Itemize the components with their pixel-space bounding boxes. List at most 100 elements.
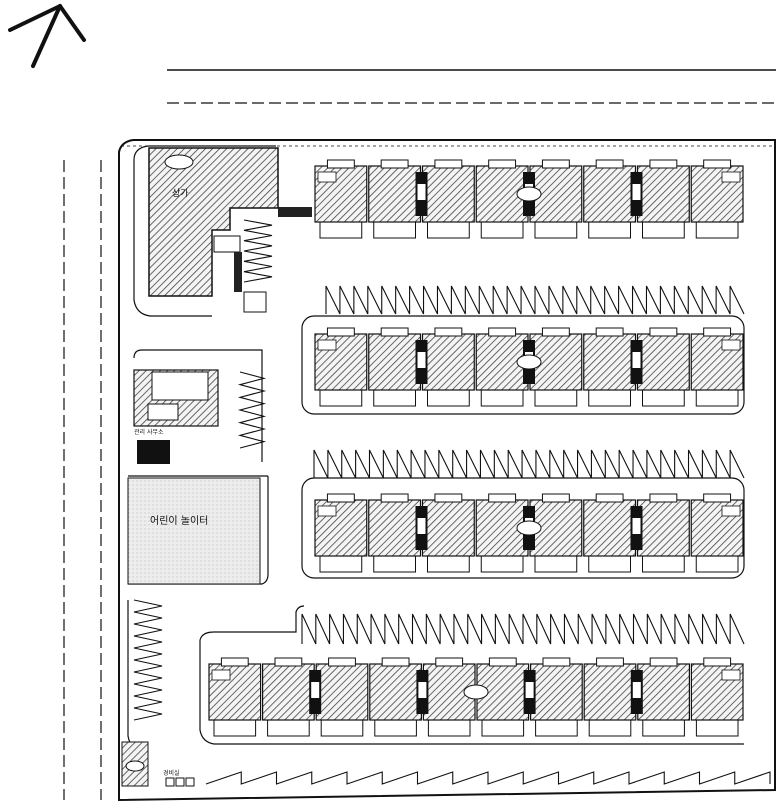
stair-core-opening — [417, 184, 426, 200]
apartment-row-2 — [314, 327, 744, 407]
block-number-oval — [463, 684, 489, 700]
apartment-unit — [369, 663, 422, 721]
unit-top-notch — [595, 493, 624, 503]
commercial-building: 상가 — [148, 147, 312, 313]
stair-core-opening — [632, 352, 641, 368]
road-top — [167, 69, 776, 104]
management-label: 관리 사무소 — [134, 428, 164, 436]
unit-top-notch — [541, 493, 570, 503]
apartment-row-1 — [314, 159, 744, 239]
unit-top-notch — [328, 657, 356, 667]
unit-top-notch — [595, 327, 624, 337]
block-number-oval — [516, 520, 542, 536]
apartment-unit — [636, 165, 690, 223]
guard-label: 경비실 — [163, 769, 180, 777]
unit-top-notch — [381, 657, 410, 667]
unit-top-notch — [380, 327, 409, 337]
apartment-unit — [583, 165, 637, 223]
parking-office — [237, 371, 267, 449]
unit-top-notch — [541, 159, 570, 169]
unit-top-notch — [596, 657, 624, 667]
unit-top-notch — [435, 657, 464, 667]
unit-tag-left — [317, 505, 337, 517]
stair-core-opening — [417, 352, 426, 368]
playground: 어린이 놀이터 — [127, 477, 261, 585]
stair-core-opening — [418, 682, 427, 698]
unit-top-notch — [326, 493, 355, 503]
unit-top-notch — [488, 493, 517, 503]
unit-top-notch — [703, 159, 732, 169]
unit-top-notch — [703, 327, 732, 337]
unit-tag-right — [721, 171, 741, 183]
management-office: 관리 사무소 — [133, 369, 219, 464]
unit-top-notch — [488, 327, 517, 337]
stair-core-opening — [632, 184, 641, 200]
parking-commercial — [243, 219, 273, 283]
unit-tag-left — [317, 171, 337, 183]
apartment-unit — [583, 499, 637, 557]
commercial-label: 상가 — [172, 188, 189, 199]
unit-top-notch — [542, 657, 571, 667]
unit-tag-right — [721, 505, 741, 517]
apartment-unit — [583, 663, 637, 721]
playground-label: 어린이 놀이터 — [150, 515, 208, 527]
unit-top-notch — [326, 327, 355, 337]
apartment-unit — [368, 333, 422, 391]
stair-core-opening — [632, 682, 641, 698]
unit-tag-right — [721, 669, 741, 681]
north-arrow-icon — [8, 4, 86, 68]
unit-top-notch — [220, 657, 249, 667]
unit-top-notch — [434, 493, 463, 503]
block-number-oval — [516, 354, 542, 370]
unit-tag-left — [317, 339, 337, 351]
apartment-row-3 — [314, 493, 744, 573]
apartment-unit — [583, 333, 637, 391]
unit-top-notch — [488, 159, 517, 169]
site-boundary — [118, 139, 776, 802]
unit-tag-right — [721, 339, 741, 351]
stair-core-opening — [525, 682, 534, 698]
stair-core-opening — [417, 518, 426, 534]
unit-top-notch — [703, 493, 732, 503]
apartment-unit — [368, 165, 422, 223]
stair-core-opening — [632, 518, 641, 534]
parking-row-4 — [301, 613, 745, 645]
stair-core-opening — [311, 682, 320, 698]
apartment-unit — [368, 499, 422, 557]
parking-row-3 — [313, 449, 745, 479]
unit-top-notch — [326, 159, 355, 169]
road-left — [63, 160, 102, 800]
block-number-oval — [516, 186, 542, 202]
guard-house: 경비실 — [121, 741, 195, 787]
unit-tag-left — [211, 669, 231, 681]
apartment-unit — [421, 333, 475, 391]
apartment-unit — [636, 499, 690, 557]
apartment-unit — [421, 165, 475, 223]
apartment-unit — [529, 663, 583, 721]
unit-top-notch — [274, 657, 303, 667]
unit-top-notch — [649, 327, 678, 337]
unit-top-notch — [541, 327, 570, 337]
parking-stalls — [133, 219, 771, 785]
unit-top-notch — [380, 159, 409, 169]
apartment-row-4 — [208, 657, 744, 737]
apartment-unit — [421, 499, 475, 557]
unit-top-notch — [434, 327, 463, 337]
parking-row-2 — [325, 285, 745, 315]
apartment-unit — [636, 333, 690, 391]
unit-top-notch — [380, 493, 409, 503]
unit-top-notch — [434, 159, 463, 169]
parking-west — [133, 599, 163, 721]
unit-top-notch — [488, 657, 517, 667]
apartment-unit — [262, 663, 315, 721]
parking-bottom — [205, 771, 771, 785]
unit-top-notch — [649, 657, 678, 667]
apartment-unit — [637, 663, 690, 721]
unit-top-notch — [649, 493, 678, 503]
unit-top-notch — [703, 657, 732, 667]
unit-top-notch — [595, 159, 624, 169]
apartment-blocks — [208, 159, 744, 737]
apartment-unit — [315, 663, 369, 721]
unit-top-notch — [649, 159, 678, 169]
